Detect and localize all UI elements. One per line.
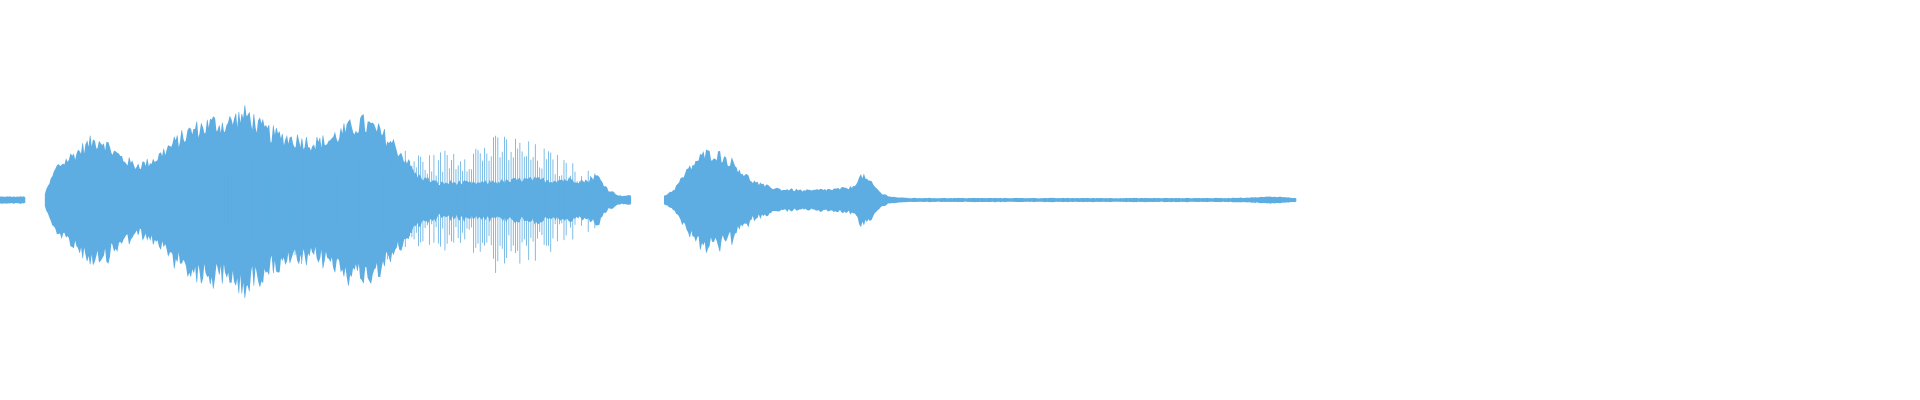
waveform-segment-1	[0, 196, 26, 204]
waveform-body	[44, 105, 632, 298]
waveform-segment-3	[664, 149, 1297, 253]
waveform-segment-2	[44, 105, 632, 298]
waveform-body	[664, 149, 1297, 253]
waveform-layer	[0, 105, 1297, 298]
